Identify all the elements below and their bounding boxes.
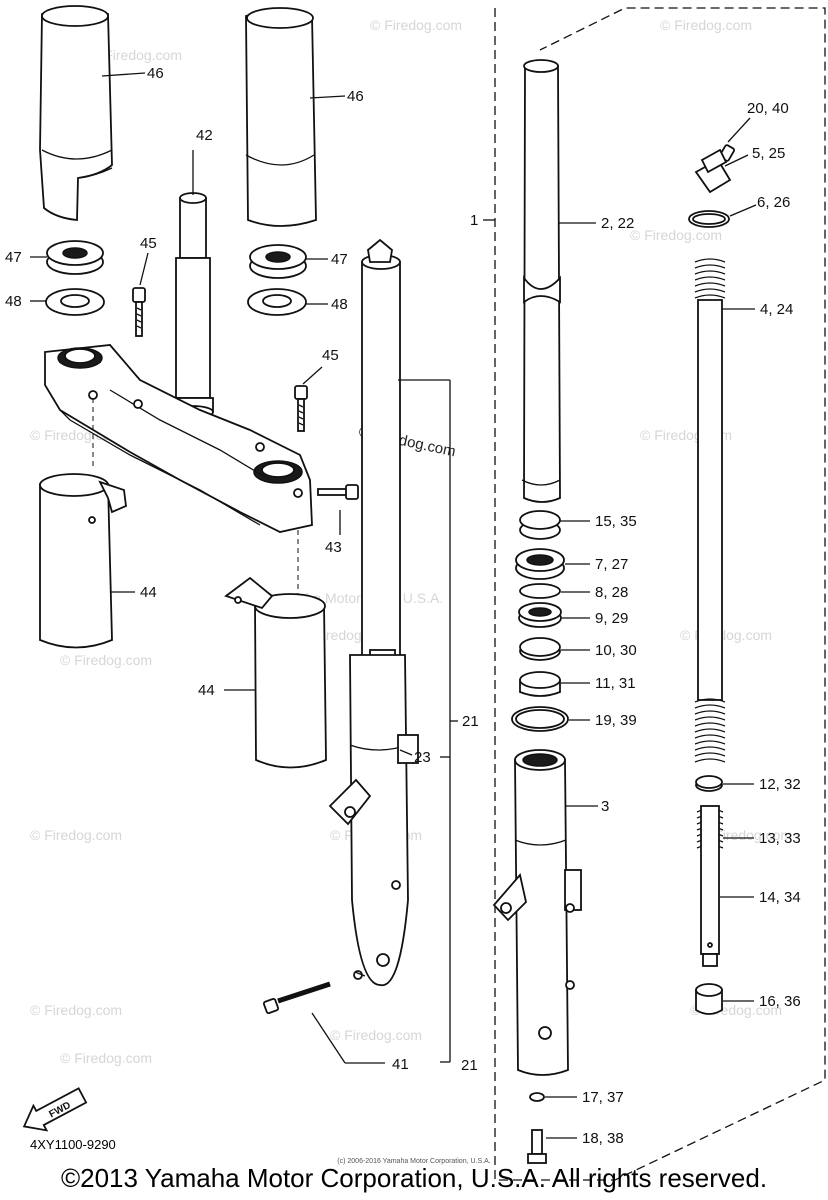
callout-45: 45	[140, 235, 157, 252]
lower-bracket	[44, 344, 313, 533]
watermark: © Firedog.com	[700, 827, 792, 843]
leader-line	[399, 749, 413, 756]
bolt-45-right	[294, 385, 308, 432]
watermark: © Firedog.com	[30, 827, 122, 843]
leader-line	[727, 117, 751, 143]
bolt-45-left	[132, 287, 146, 337]
o-ring-19	[511, 706, 569, 732]
callout-10-30: 10, 30	[595, 642, 637, 659]
bolt-41	[262, 981, 331, 1015]
leader-line	[354, 971, 366, 977]
callout-11-31: 11, 31	[595, 675, 636, 692]
callout-21: 21	[462, 713, 479, 730]
o-ring-6	[688, 210, 730, 228]
fork-cover-upper-left	[39, 5, 113, 221]
callout-20-40: 20, 40	[747, 100, 789, 117]
bolt-18	[527, 1129, 547, 1164]
leader-line	[139, 252, 149, 286]
leader-line	[309, 95, 346, 99]
watermark: © Firedog.com	[60, 1050, 152, 1066]
callout-1: 1	[470, 212, 478, 229]
watermark: © Firedog.com	[370, 17, 462, 33]
callout-42: 42	[196, 127, 213, 144]
callout-46: 46	[347, 88, 364, 105]
copyright-footer: ©2013 Yamaha Motor Corporation, U.S.A. A…	[60, 1163, 768, 1193]
watermarks: © Firedog.com © Firedog.com © Firedog.co…	[30, 17, 792, 1066]
watermark: © Firedog.com	[630, 227, 722, 243]
leader-line	[311, 1012, 346, 1064]
callout-41: 41	[392, 1056, 409, 1073]
callout-6-26: 6, 26	[757, 194, 790, 211]
callout-9-29: 9, 29	[595, 610, 628, 627]
callout-14-34: 14, 34	[759, 889, 801, 906]
fork-cover-44-left	[39, 473, 127, 649]
cap-bolt-5	[694, 148, 732, 194]
inner-tube-2	[521, 59, 561, 503]
leader-line	[724, 154, 749, 167]
copyright-small: (c) 2006-2016 Yamaha Motor Corporation, …	[337, 1158, 491, 1165]
leader-line	[729, 204, 757, 217]
callout-48: 48	[331, 296, 348, 313]
washer-48-right	[247, 288, 307, 316]
callout-47: 47	[5, 249, 22, 266]
callout-12-32: 12, 32	[759, 776, 801, 793]
callout-3: 3	[601, 798, 609, 815]
washer-10	[519, 637, 561, 661]
callout-8-28: 8, 28	[595, 584, 628, 601]
watermark: © Firedog.com	[330, 1027, 422, 1043]
leader-line	[302, 366, 323, 385]
taper-spindle-16	[695, 983, 723, 1015]
oil-seal-7	[515, 548, 565, 580]
fork-spring-4	[694, 258, 726, 763]
clip-8	[519, 583, 561, 599]
dust-seal-9	[518, 602, 562, 628]
figure-code: 4XY1100-9290	[30, 1137, 116, 1152]
callout-19-39: 19, 39	[595, 712, 637, 729]
washer-48-left	[45, 288, 105, 316]
fork-cover-44-right	[224, 576, 327, 769]
callout-16-36: 16, 36	[759, 993, 801, 1010]
callout-17-37: 17, 37	[582, 1089, 624, 1106]
watermark: © Firedog.com	[30, 1002, 122, 1018]
outer-tube-3	[492, 749, 582, 1076]
callout-21: 21	[461, 1057, 478, 1074]
bush-11	[519, 671, 561, 697]
callout-44: 44	[198, 682, 215, 699]
watermark: © Firedog.com	[660, 17, 752, 33]
callout-13-33: 13, 33	[759, 830, 801, 847]
ring-12	[695, 775, 723, 792]
callout-43: 43	[325, 539, 342, 556]
callout-18-38: 18, 38	[582, 1130, 624, 1147]
callout-15-35: 15, 35	[595, 513, 637, 530]
callout-7-27: 7, 27	[595, 556, 628, 573]
callout-23: 23	[414, 749, 431, 766]
fwd-arrow-icon: FWD	[22, 1087, 88, 1132]
callout-47: 47	[331, 251, 348, 268]
steering-stem-42	[172, 150, 214, 419]
bush-15	[519, 510, 561, 540]
callout-2-22: 2, 22	[601, 215, 634, 232]
callout-44: 44	[140, 584, 157, 601]
callout-4-24: 4, 24	[760, 301, 793, 318]
bolt-43	[317, 484, 359, 500]
callout-46: 46	[147, 65, 164, 82]
callout-48: 48	[5, 293, 22, 310]
watermark: © Firedog.com	[90, 47, 182, 63]
damper-rod-14	[700, 805, 720, 967]
callout-5-25: 5, 25	[752, 145, 785, 162]
fork-cover-upper-right	[245, 7, 317, 227]
watermark: © Firedog.com	[60, 652, 152, 668]
leader-line	[101, 72, 146, 77]
seal-47-right	[249, 244, 307, 279]
seal-47-left	[46, 240, 104, 275]
washer-17	[529, 1092, 545, 1102]
callout-45: 45	[322, 347, 339, 364]
fork-tube-assembly-21	[328, 238, 419, 987]
watermark: © Firedog.com	[680, 627, 772, 643]
